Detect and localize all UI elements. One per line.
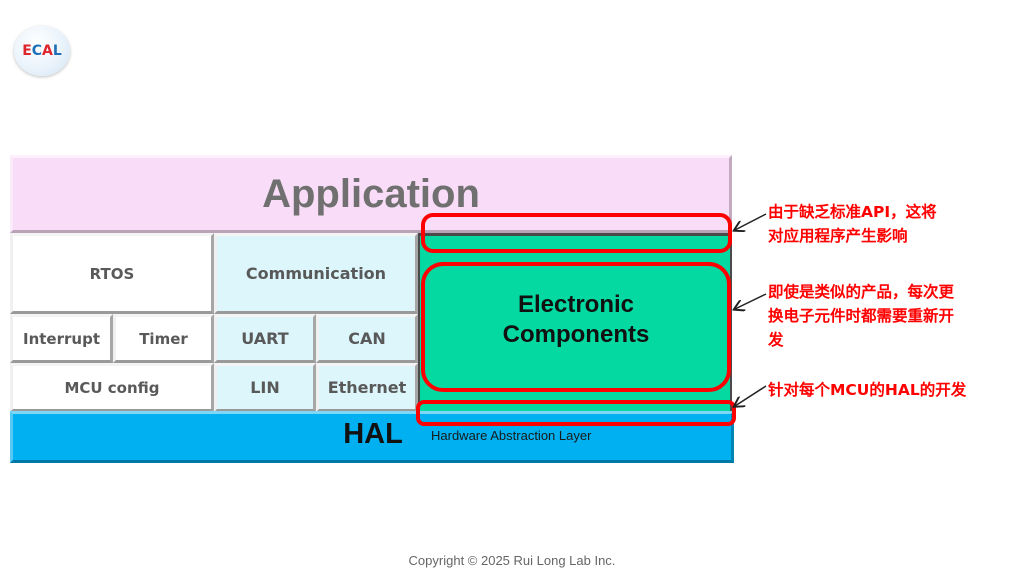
mcu-config-label: MCU config — [64, 378, 160, 397]
logo-letter-a: A — [42, 43, 53, 59]
logo-letter-c: C — [31, 43, 43, 59]
electronic-components-line1: Electronic — [517, 291, 635, 318]
api-annotation-line2: 对应用程序产生影响 — [768, 227, 908, 245]
communication-block: Communication — [214, 233, 418, 314]
ethernet-label: Ethernet — [327, 378, 407, 397]
hal-layer — [10, 411, 734, 463]
logo-letter-e: E — [22, 43, 32, 59]
uart-label: UART — [241, 329, 289, 348]
hal-annotation-line1: 针对每个MCU的HAL的开发 — [768, 381, 967, 399]
api-annotation: 由于缺乏标准API，这将 对应用程序产生影响 — [768, 200, 1018, 248]
components-arrow — [735, 293, 767, 309]
interrupt-block: Interrupt — [10, 314, 113, 363]
interrupt-label: Interrupt — [23, 329, 100, 348]
ecal-logo — [14, 26, 70, 76]
mcu-config-block: MCU config — [10, 363, 214, 412]
components-annotation-line2: 换电子元件时都需要重新开 — [768, 307, 955, 325]
copyright-text: Copyright © 2025 Rui Long Lab Inc. — [408, 553, 616, 568]
rtos-label: RTOS — [89, 264, 135, 283]
hal-annotation: 针对每个MCU的HAL的开发 — [768, 378, 1018, 402]
uart-block: UART — [214, 314, 316, 363]
components-annotation-line3: 发 — [768, 331, 784, 349]
hal-arrow — [735, 385, 767, 406]
hal-label: HAL — [343, 417, 403, 450]
components-highlight-box — [421, 262, 731, 392]
communication-label: Communication — [245, 264, 387, 283]
api-arrow — [735, 213, 767, 230]
annotation-arrows — [726, 213, 767, 418]
timer-label: Timer — [139, 329, 188, 348]
rtos-block: RTOS — [10, 233, 214, 314]
electronic-components-line2: Components — [502, 321, 650, 348]
api-annotation-line1: 由于缺乏标准API，这将 — [768, 203, 937, 221]
application-layer: Application — [10, 155, 732, 233]
electronic-components-label: Electronic Components — [440, 285, 712, 355]
can-label: CAN — [348, 329, 386, 348]
can-block: CAN — [316, 314, 418, 363]
api-highlight-box — [421, 213, 732, 253]
components-annotation-line1: 即使是类似的产品，每次更 — [768, 283, 955, 301]
timer-block: Timer — [113, 314, 214, 363]
lin-block: LIN — [214, 363, 316, 412]
lin-label: LIN — [250, 378, 280, 397]
logo-letter-l: L — [52, 43, 62, 59]
ethernet-block: Ethernet — [316, 363, 418, 412]
hal-highlight-box — [416, 400, 736, 426]
application-label: Application — [262, 171, 480, 216]
components-annotation: 即使是类似的产品，每次更 换电子元件时都需要重新开 发 — [768, 280, 1018, 352]
hal-full-name: Hardware Abstraction Layer — [431, 428, 592, 443]
